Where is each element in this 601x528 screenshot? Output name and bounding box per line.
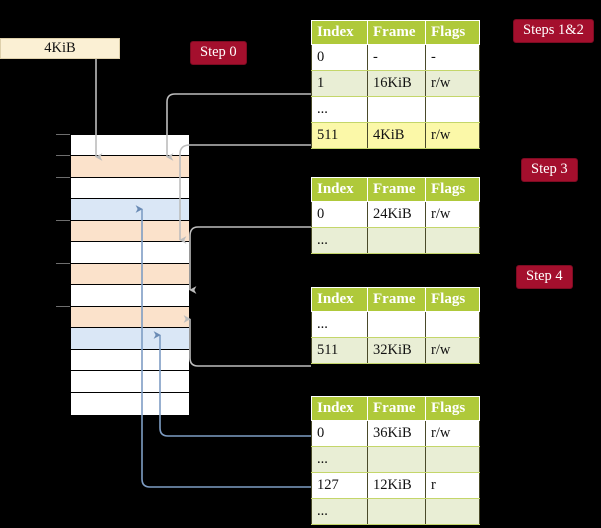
memory-frame [71, 285, 189, 307]
memory-frame [71, 328, 189, 350]
frame-tick [56, 262, 70, 264]
cell-index: 0 [311, 420, 368, 447]
frame-tick [56, 176, 70, 178]
cell-flags: r/w [425, 420, 480, 447]
cell-frame [367, 446, 426, 473]
memory-frame [71, 306, 189, 329]
col-header-frame: Frame [367, 177, 426, 202]
page-size-label: 4KiB [44, 40, 76, 56]
cell-flags: r/w [425, 70, 480, 97]
cell-flags: r/w [425, 201, 480, 228]
cell-flags [425, 498, 480, 525]
cell-index: ... [311, 311, 368, 338]
memory-frame [71, 371, 189, 393]
cell-index: 1 [311, 70, 368, 97]
memory-frame [71, 263, 189, 286]
cell-frame [367, 311, 426, 338]
page-size-box: 4KiB [0, 38, 120, 59]
cell-frame: 24KiB [367, 201, 426, 228]
cell-flags [425, 96, 480, 123]
cell-frame: 36KiB [367, 420, 426, 447]
cell-flags [425, 446, 480, 473]
col-header-flags: Flags [425, 396, 480, 421]
memory-frame [71, 156, 189, 178]
cell-flags [425, 227, 480, 254]
cell-flags: r/w [425, 337, 480, 364]
cell-index: 0 [311, 44, 368, 71]
cell-index: ... [311, 227, 368, 254]
memory-frame [71, 199, 189, 221]
cell-flags: - [425, 44, 480, 71]
frame-tick [56, 134, 70, 135]
cell-frame: 32KiB [367, 337, 426, 364]
memory-frame [71, 177, 189, 200]
table-row: ... [311, 311, 480, 338]
memory-frame [71, 392, 189, 414]
cell-frame: - [367, 44, 426, 71]
col-header-flags: Flags [425, 20, 480, 45]
memory-frame [71, 242, 189, 264]
cell-index: ... [311, 96, 368, 123]
cell-index: 511 [311, 337, 368, 364]
wire-step3 [189, 226, 311, 294]
cell-frame [367, 96, 426, 123]
badge-step-3: Step 3 [521, 158, 578, 182]
cell-index: ... [311, 498, 368, 525]
col-header-flags: Flags [425, 287, 480, 312]
table-row: ... [311, 446, 480, 473]
frame-tick [56, 219, 70, 221]
col-header-frame: Frame [367, 396, 426, 421]
col-header-index: Index [311, 20, 368, 45]
cell-index: 511 [311, 122, 368, 149]
physical-memory-column [70, 134, 190, 416]
wire-steps12-b [179, 144, 311, 244]
badge-step-0: Step 0 [190, 41, 247, 65]
table-row: 0-- [311, 44, 480, 71]
cell-index: ... [311, 446, 368, 473]
frame-tick [56, 155, 70, 157]
memory-frame [71, 349, 189, 372]
cell-flags: r/w [425, 122, 480, 149]
cell-frame: 12KiB [367, 472, 426, 499]
memory-frame [71, 220, 189, 243]
badge-steps-1-2: Steps 1&2 [513, 19, 594, 43]
cell-index: 0 [311, 201, 368, 228]
table-row: ... [311, 96, 480, 123]
col-header-flags: Flags [425, 177, 480, 202]
frame-tick [56, 305, 70, 307]
cell-frame [367, 227, 426, 254]
cell-frame: 16KiB [367, 70, 426, 97]
col-header-frame: Frame [367, 20, 426, 45]
cell-flags [425, 311, 480, 338]
col-header-index: Index [311, 287, 368, 312]
table-row: ... [311, 227, 480, 254]
cell-frame: 4KiB [367, 122, 426, 149]
col-header-frame: Frame [367, 287, 426, 312]
table-row: ... [311, 498, 480, 525]
col-header-index: Index [311, 396, 368, 421]
memory-frame [71, 135, 189, 157]
cell-index: 127 [311, 472, 368, 499]
col-header-index: Index [311, 177, 368, 202]
cell-flags: r [425, 472, 480, 499]
cell-frame [367, 498, 426, 525]
badge-step-4: Step 4 [516, 265, 573, 289]
wire-step4 [183, 315, 311, 367]
